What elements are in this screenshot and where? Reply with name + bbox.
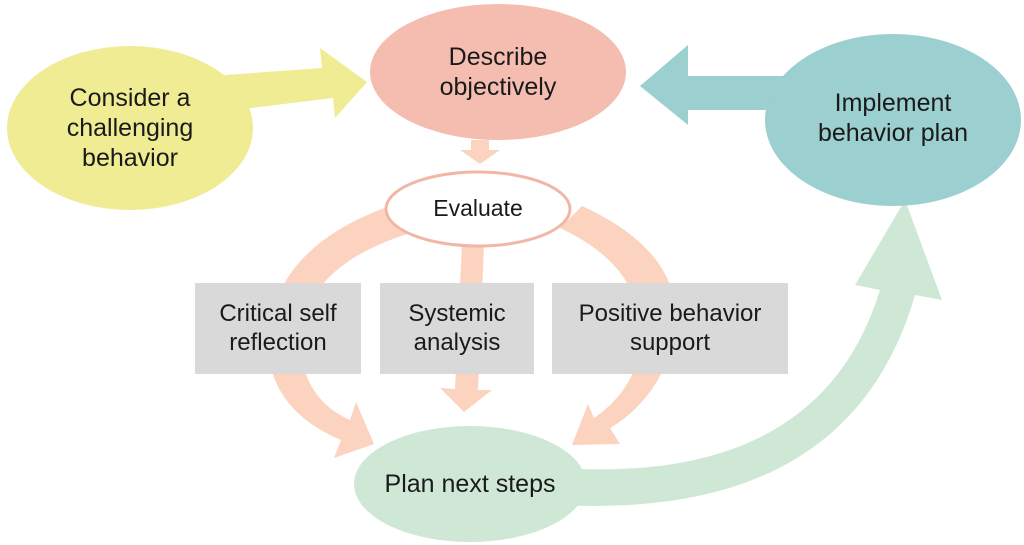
consider-label: Consider a challenging behavior <box>66 84 194 172</box>
arrow-implement-to-describe <box>640 45 790 125</box>
node-critical <box>195 283 361 374</box>
positive-label: Positive behavior support <box>578 299 762 356</box>
node-evaluate <box>384 170 572 248</box>
arrow-plan-to-implement <box>560 200 942 506</box>
node-positive <box>552 283 788 374</box>
describe-label: Describe objectively <box>439 43 557 101</box>
arrow-evaluate-to-plan-right <box>560 206 677 445</box>
arrow-consider-to-describe <box>225 48 367 118</box>
node-systemic <box>380 283 534 374</box>
critical-label: Critical self reflection <box>219 299 337 356</box>
arrow-describe-to-evaluate <box>460 140 500 164</box>
node-describe <box>370 4 626 140</box>
arrow-evaluate-to-plan-left <box>268 207 414 458</box>
node-consider <box>7 46 253 210</box>
evaluate-label: Evaluate <box>433 195 523 222</box>
plan-label: Plan next steps <box>384 470 556 498</box>
systemic-label: Systemic analysis <box>408 299 506 356</box>
implement-label: Implement behavior plan <box>817 89 969 147</box>
node-plan <box>354 426 586 542</box>
node-implement <box>765 34 1021 206</box>
